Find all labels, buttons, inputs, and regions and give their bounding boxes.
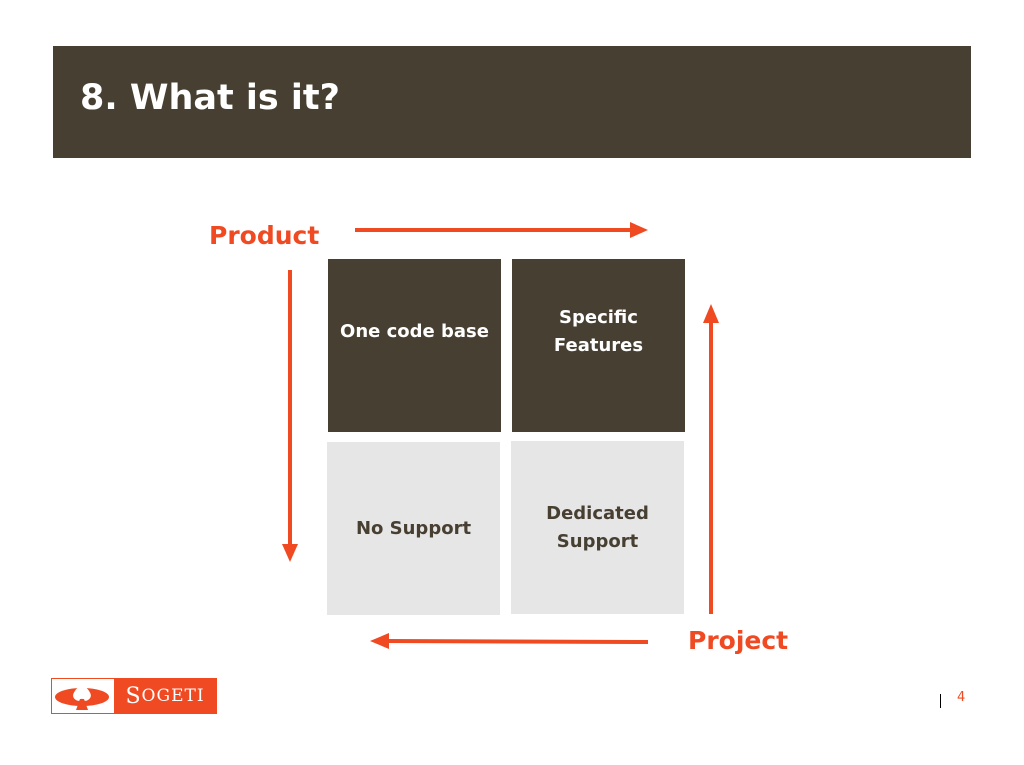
quadrant-one-code-base: One code base xyxy=(328,259,501,432)
spade-icon xyxy=(52,679,114,713)
slide-title: 8. What is it? xyxy=(80,78,340,118)
arrow-right xyxy=(355,222,648,238)
quadrant-label: No Support xyxy=(355,517,472,539)
page-number-separator xyxy=(940,694,941,708)
quadrant-no-support: No Support xyxy=(327,442,500,615)
page-number: 4 xyxy=(957,690,966,705)
arrow-down xyxy=(282,270,298,562)
arrow-left xyxy=(370,633,649,649)
title-bar: 8. What is it? xyxy=(53,46,971,158)
quadrant-label: Specific Features xyxy=(553,306,644,356)
product-label: Product xyxy=(209,221,320,250)
quadrant-specific-features: Specific Features xyxy=(512,259,685,432)
project-label: Project xyxy=(688,626,789,655)
arrow-up xyxy=(703,304,719,614)
logo-rest: OGETI xyxy=(141,686,205,706)
logo-first-letter: S xyxy=(125,683,142,709)
quadrant-dedicated-support: Dedicated Support xyxy=(511,441,684,614)
quadrant-label: One code base xyxy=(340,320,489,342)
quadrant-label: Dedicated Support xyxy=(546,502,649,552)
